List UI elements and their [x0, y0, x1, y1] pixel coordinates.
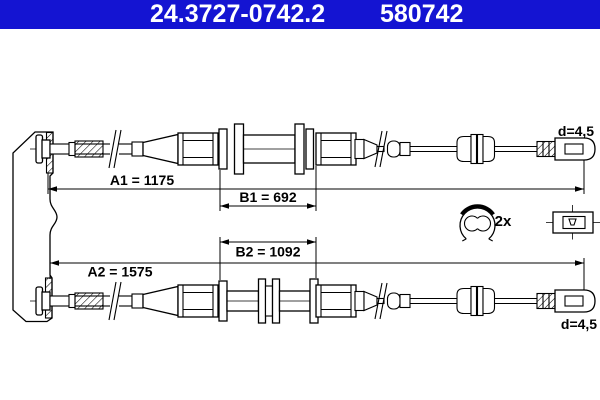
- top-cable-hex-sleeve-right: [315, 132, 357, 166]
- bottom-cable-flange-1: [218, 280, 228, 322]
- top-cable-flange-2: [233, 123, 245, 175]
- bottom-cable-spool-flange-right: [271, 278, 281, 324]
- clip-quantity-label: 2x: [495, 213, 512, 230]
- dimension-a1-label: A1 = 1175: [110, 172, 174, 188]
- dimension-b1: B1 = 692: [219, 166, 317, 211]
- dimension-b1-label: B1 = 692: [239, 189, 296, 205]
- cable-drawing: A1 = 1175 B1 = 692 B2 = 1092: [12, 123, 600, 332]
- dimension-b2-label: B2 = 1092: [236, 244, 301, 260]
- bottom-cable-hex-sleeve-left: [177, 284, 219, 318]
- bottom-cable-spool-flange-left: [257, 278, 267, 324]
- dimension-a2-label: A2 = 1575: [88, 264, 153, 280]
- dimension-b2: B2 = 1092: [219, 237, 317, 280]
- bottom-cable: [29, 278, 596, 324]
- end-diameter-label-bottom: d=4,5: [561, 316, 597, 332]
- retaining-clip: [459, 204, 496, 242]
- bottom-cable-eyelet-end: [354, 282, 596, 320]
- bottom-cable-spool-barrel: [264, 285, 274, 317]
- end-diameter-label-top: d=4,5: [558, 123, 594, 139]
- reference-number: 580742: [380, 0, 464, 28]
- top-cable-hex-sleeve-left: [177, 132, 219, 166]
- bottom-cable-hex-sleeve-right: [315, 284, 357, 318]
- top-cable-flange-1: [218, 128, 228, 170]
- dimension-a2: A2 = 1575: [49, 258, 585, 290]
- top-cable-flange-3: [294, 123, 305, 175]
- header-bar: 24.3727-0742.2 580742: [0, 0, 600, 29]
- part-number: 24.3727-0742.2: [150, 0, 326, 28]
- top-cable: [29, 123, 596, 175]
- top-cable-flange-4: [305, 128, 315, 170]
- eyelet-end-view: [546, 205, 600, 240]
